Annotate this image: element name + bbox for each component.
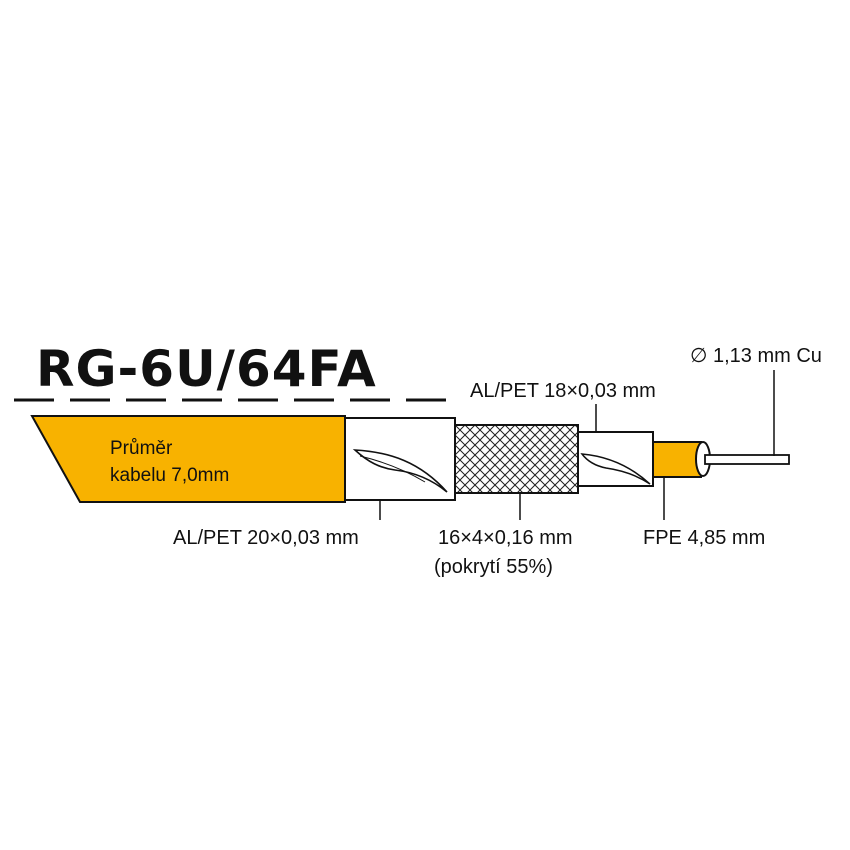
braid-label-line2: (pokrytí 55%) — [434, 556, 553, 578]
braid-section — [454, 424, 579, 494]
dielectric-label: FPE 4,85 mm — [643, 527, 765, 549]
inner-foil-tear — [580, 453, 651, 485]
outer-foil-label: AL/PET 20×0,03 mm — [173, 527, 359, 549]
outer-jacket — [30, 415, 346, 503]
cable-title: RG-6U/64FA — [36, 340, 377, 398]
jacket-label-line1: Průměr — [110, 438, 173, 459]
braid-label-line1: 16×4×0,16 mm — [438, 527, 573, 549]
inner-foil-label: AL/PET 18×0,03 mm — [470, 380, 656, 402]
jacket-label-line2: kabelu 7,0mm — [110, 465, 229, 486]
dielectric-section — [652, 441, 702, 478]
conductor-label: ∅ 1,13 mm Cu — [690, 345, 822, 367]
center-conductor — [704, 454, 790, 465]
outer-foil-tear — [352, 449, 448, 493]
